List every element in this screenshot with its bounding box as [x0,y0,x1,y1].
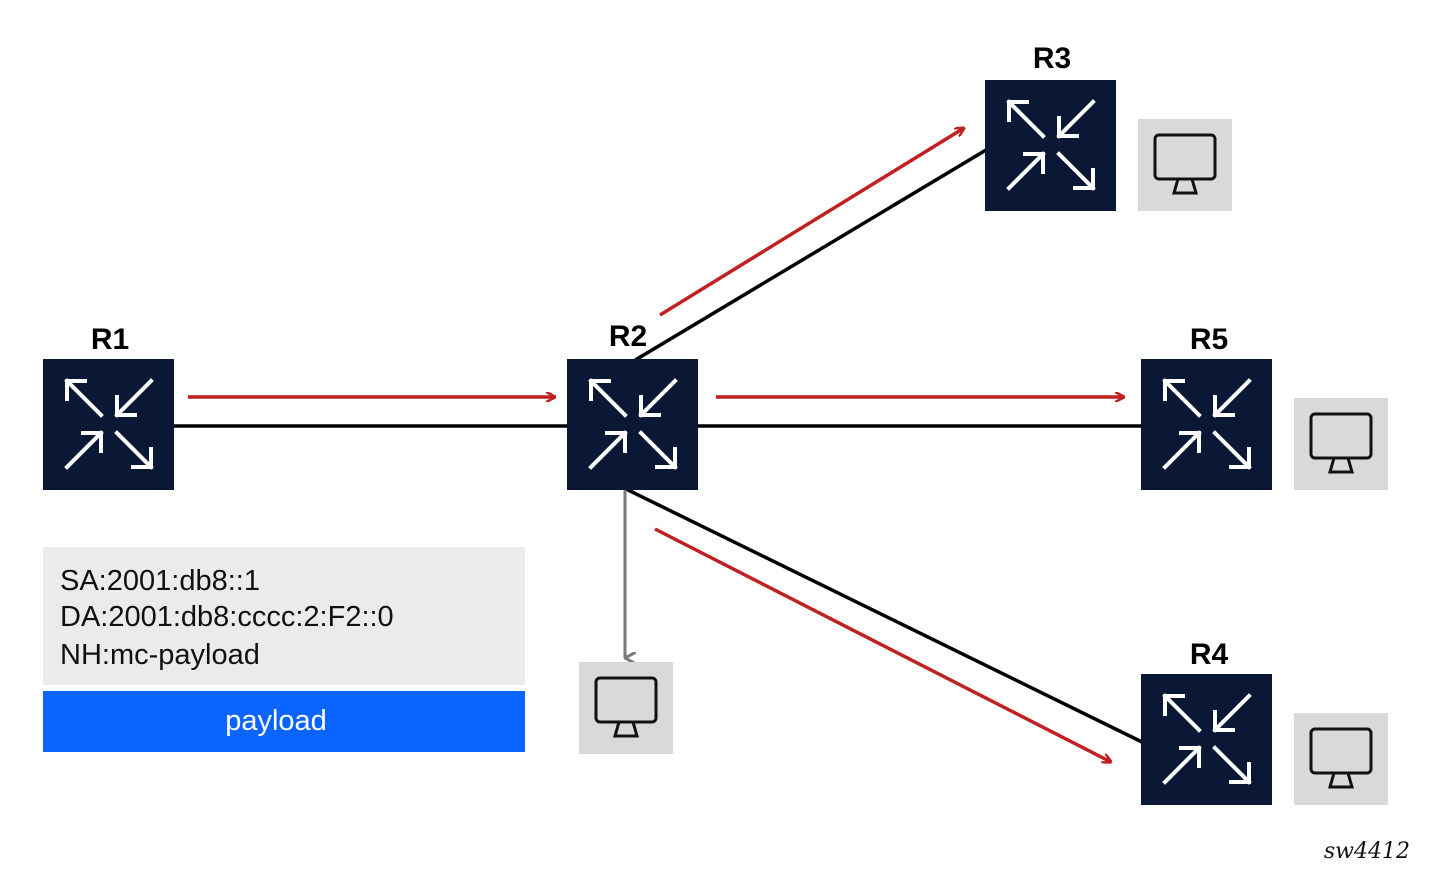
monitor-icon [577,660,675,756]
monitor-icon [1136,117,1234,213]
router-label-r5: R5 [1190,323,1228,356]
packet-payload: payload [43,691,525,752]
router-r1 [43,359,174,490]
router-r5 [1141,359,1272,490]
router-label-r4: R4 [1190,638,1229,671]
router-r4 [1141,674,1272,805]
figure-id: sw4412 [1324,839,1410,864]
packet-header-nh: NH:mc-payload [60,639,260,671]
monitor-icon [1292,396,1390,492]
monitor-icon [1292,711,1390,807]
router-label-r2: R2 [609,320,647,353]
link-r2-r4 [623,486,1143,744]
packet-header-sa: SA:2001:db8::1 [60,565,260,597]
router-label-r3: R3 [1033,42,1071,75]
payload-label: payload [225,705,327,737]
link-r2-r3 [631,148,987,364]
flow-arrow-r2-r4 [654,527,1111,762]
router-r2 [567,359,698,490]
packet-header-da: DA:2001:db8:cccc:2:F2::0 [60,601,394,633]
router-label-r1: R1 [91,323,129,356]
links [174,148,1143,744]
packet-header: SA:2001:db8::1 DA:2001:db8:cccc:2:F2::0 … [43,547,525,685]
flow-arrows [188,128,1124,762]
router-r3 [985,80,1116,211]
flow-arrow-r2-r3 [659,128,964,317]
